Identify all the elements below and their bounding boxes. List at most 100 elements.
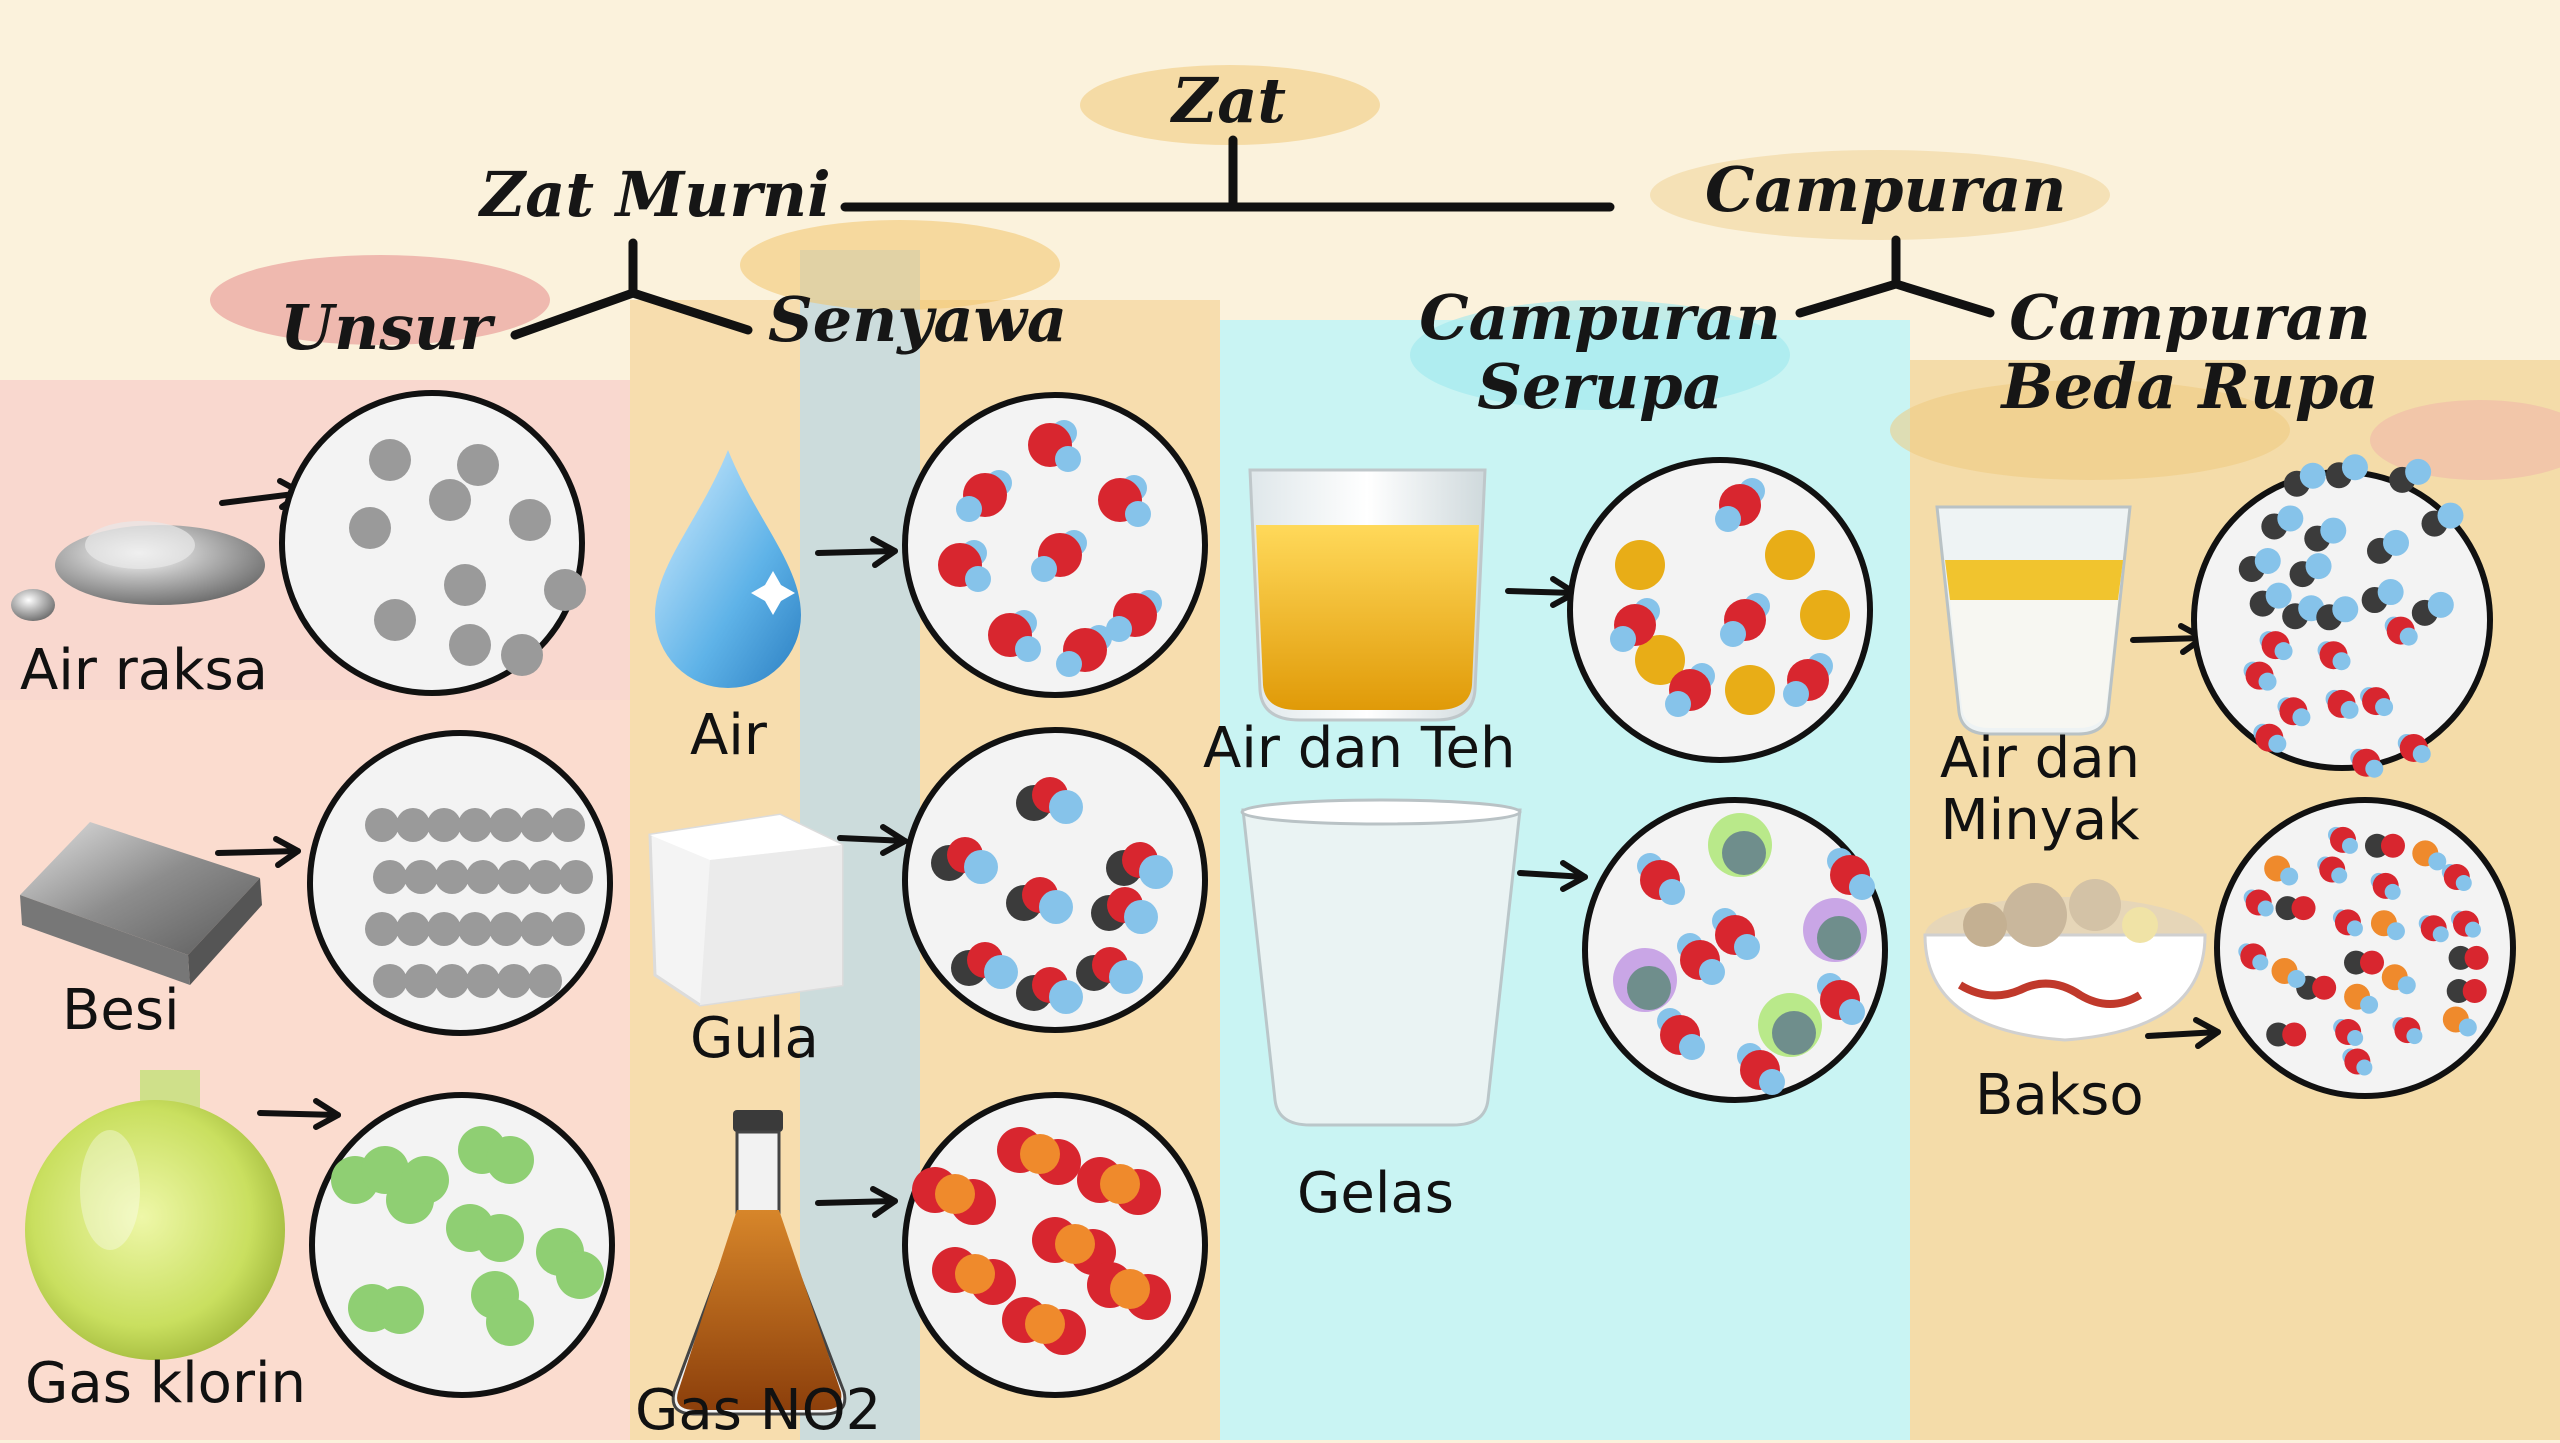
chlorine-atom xyxy=(486,1298,534,1346)
hydrogen-atom xyxy=(2365,759,2384,778)
arrow-icon xyxy=(837,824,908,856)
iron-atom xyxy=(497,964,531,998)
iron-atom xyxy=(528,964,562,998)
tea-particle xyxy=(1725,665,1775,715)
hydrogen-atom xyxy=(2412,744,2431,763)
arrow-icon xyxy=(257,1098,341,1130)
iron-atom xyxy=(559,860,593,894)
oil-atom xyxy=(2405,458,2432,485)
connector-mixture-branch xyxy=(1795,235,1995,318)
no2-flask-icon xyxy=(671,1110,847,1416)
broth-atom xyxy=(2464,945,2489,970)
arrow-icon xyxy=(2145,1017,2221,1049)
mercury-atom xyxy=(374,599,416,641)
particles-besi xyxy=(307,730,613,1036)
title-senyawa: Senyawa xyxy=(768,283,1068,356)
particles-air-raksa xyxy=(279,390,586,696)
hydrogen-atom xyxy=(1109,960,1143,994)
mercury-atom xyxy=(349,507,391,549)
hydrogen-atom xyxy=(2360,995,2379,1014)
iron-atom xyxy=(427,912,461,946)
iron-atom xyxy=(458,808,492,842)
hydrogen-atom xyxy=(2399,627,2418,646)
label-gas-no2: Gas NO2 xyxy=(635,1378,882,1443)
broth-atom xyxy=(2380,833,2405,858)
oil-atom xyxy=(2277,505,2304,532)
sugar-cube-icon xyxy=(648,813,844,1007)
mercury-atom xyxy=(501,634,543,676)
oil-atom xyxy=(2382,529,2409,556)
connector-pure-branch xyxy=(510,238,753,340)
hydrogen-atom xyxy=(1031,556,1057,582)
oil-atom xyxy=(2341,454,2368,481)
nitrogen-atom xyxy=(955,1254,995,1294)
particles-gula xyxy=(902,727,1208,1033)
iron-atom xyxy=(365,808,399,842)
title-unsur: Unsur xyxy=(280,291,492,364)
broth-atom xyxy=(2462,979,2487,1004)
hydrogen-atom xyxy=(2341,837,2358,854)
hydrogen-atom xyxy=(1055,446,1081,472)
label-gula: Gula xyxy=(690,1006,819,1071)
hydrogen-atom xyxy=(1049,980,1083,1014)
hydrogen-atom xyxy=(2432,926,2449,943)
hydrogen-atom xyxy=(1715,506,1741,532)
hydrogen-atom xyxy=(1783,681,1809,707)
particles-air-dan-minyak xyxy=(2191,454,2493,778)
mercury-atom xyxy=(429,479,471,521)
hydrogen-atom xyxy=(1839,999,1865,1025)
iron-atom xyxy=(520,912,554,946)
hydrogen-atom xyxy=(1610,626,1636,652)
label-air: Air xyxy=(690,703,767,768)
oil-atom xyxy=(2332,596,2359,623)
hydrogen-atom xyxy=(1734,934,1760,960)
hydrogen-atom xyxy=(1125,501,1151,527)
oil-atom xyxy=(2320,517,2347,544)
hydrogen-atom xyxy=(2406,1028,2423,1045)
iron-atom xyxy=(497,860,531,894)
hydrogen-atom xyxy=(2331,867,2348,884)
particles-gas-klorin xyxy=(309,1092,615,1398)
iron-atom xyxy=(551,912,585,946)
hydrogen-atom xyxy=(2346,920,2363,937)
hydrogen-atom xyxy=(2274,642,2293,661)
hydrogen-atom xyxy=(2347,1030,2364,1047)
label-besi: Besi xyxy=(62,978,180,1043)
hydrogen-atom xyxy=(2332,652,2351,671)
hydrogen-atom xyxy=(1139,855,1173,889)
title-campuran-beda-rupa-line1: Campuran xyxy=(2009,281,2371,354)
iron-atom xyxy=(396,808,430,842)
iron-atom xyxy=(551,808,585,842)
iron-atom xyxy=(520,808,554,842)
hydrogen-atom xyxy=(2464,921,2481,938)
hydrogen-atom xyxy=(2280,867,2299,886)
water-drop-icon xyxy=(655,450,801,688)
iron-atom xyxy=(528,860,562,894)
hydrogen-atom xyxy=(1124,900,1158,934)
arrow-icon xyxy=(215,836,301,868)
chlorine-atom xyxy=(376,1286,424,1334)
nitrogen-atom xyxy=(1025,1304,1065,1344)
iron-atom xyxy=(435,860,469,894)
oil-atom xyxy=(2377,579,2404,606)
iron-bar-icon xyxy=(20,822,262,985)
mercury-atom xyxy=(444,564,486,606)
hydrogen-atom xyxy=(1759,1069,1785,1095)
title-campuran: Campuran xyxy=(1705,153,2067,226)
chlorine-atom xyxy=(486,1136,534,1184)
label-air-raksa: Air raksa xyxy=(20,638,268,703)
hydrogen-atom xyxy=(2356,1059,2373,1076)
iron-atom xyxy=(427,808,461,842)
hydrogen-atom xyxy=(1699,959,1725,985)
iron-atom xyxy=(458,912,492,946)
oil-atom xyxy=(2254,547,2281,574)
particle-diagrams xyxy=(279,390,2516,1398)
hydrogen-atom xyxy=(1015,636,1041,662)
particles-air-dan-teh xyxy=(1567,457,1873,763)
label-bakso: Bakso xyxy=(1975,1063,2144,1128)
label-air-dan-minyak-line1: Air dan xyxy=(1939,726,2141,791)
hydrogen-atom xyxy=(1039,890,1073,924)
hydrogen-atom xyxy=(2386,922,2405,941)
particles-bakso xyxy=(2214,797,2516,1099)
